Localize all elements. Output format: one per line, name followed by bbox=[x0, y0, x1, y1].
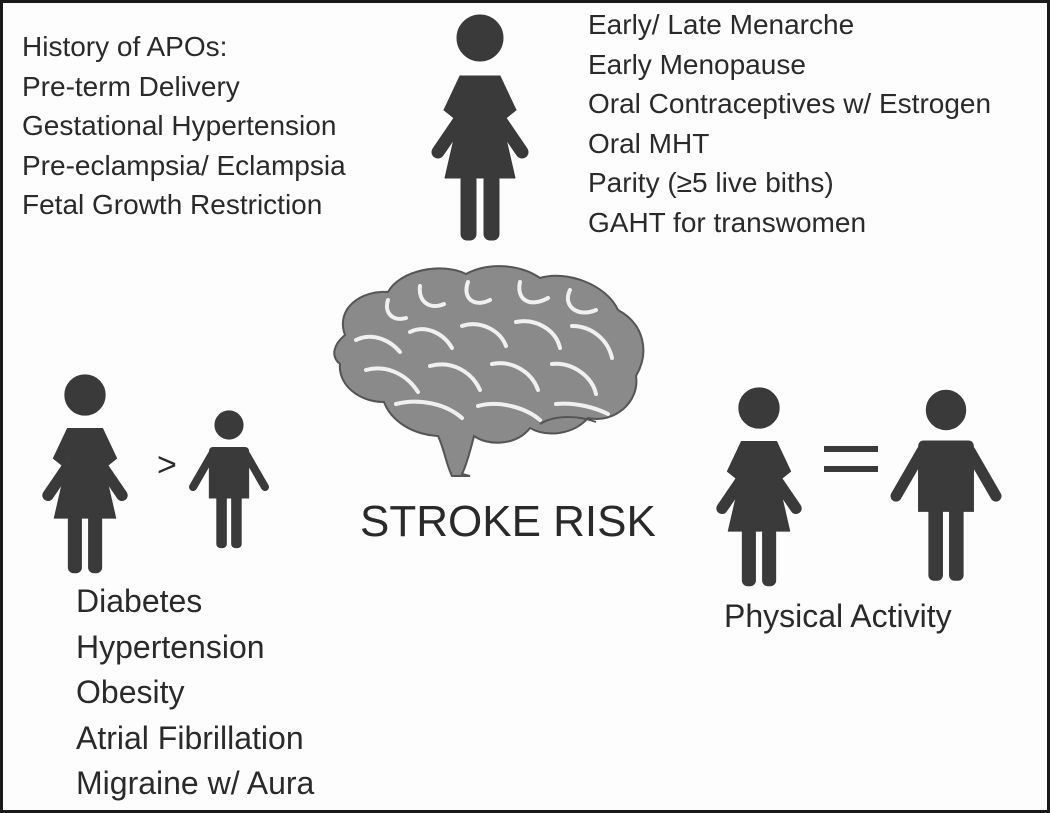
list-item: Diabetes bbox=[76, 583, 203, 619]
apo-history-list: Pre-term Delivery Gestational Hypertensi… bbox=[22, 67, 346, 225]
man-icon bbox=[896, 390, 996, 580]
higher-risk-list: Diabetes Hypertension Obesity Atrial Fib… bbox=[76, 579, 314, 807]
woman-icon bbox=[48, 375, 122, 573]
list-item: Hypertension bbox=[76, 628, 265, 665]
female-factors-list: Early/ Late Menarche Early Menopause Ora… bbox=[588, 5, 991, 243]
list-item: Parity (≥5 live biths) bbox=[588, 167, 834, 199]
equals-sign-bar-top bbox=[824, 446, 878, 452]
list-item: Migraine w/ Aura bbox=[76, 765, 315, 801]
list-item: Pre-eclampsia/ Eclampsia bbox=[22, 149, 346, 181]
list-item: Pre-term Delivery bbox=[22, 70, 240, 102]
woman-icon bbox=[438, 15, 522, 240]
greater-than-symbol: > bbox=[157, 446, 177, 484]
stroke-risk-title: STROKE RISK bbox=[360, 497, 656, 546]
brain-icon bbox=[333, 265, 645, 477]
list-item: Early/ Late Menarche bbox=[588, 9, 855, 40]
list-item: Fetal Growth Restriction bbox=[22, 189, 323, 220]
list-item: Gestational Hypertension bbox=[22, 110, 337, 141]
list-item: GAHT for transwomen bbox=[588, 206, 867, 238]
list-item: Early Menopause bbox=[588, 48, 806, 80]
list-item: Oral Contraceptives w/ Estrogen bbox=[588, 88, 992, 120]
list-item: Obesity bbox=[76, 674, 185, 710]
list-item: Atrial Fibrillation bbox=[76, 719, 304, 756]
apo-history-block: History of APOs: Pre-term Delivery Gesta… bbox=[22, 27, 346, 225]
list-item: Oral MHT bbox=[588, 127, 710, 159]
woman-icon bbox=[722, 388, 796, 586]
apo-history-heading: History of APOs: bbox=[22, 31, 228, 62]
equals-sign-bar-bottom bbox=[824, 466, 878, 472]
physical-activity-label: Physical Activity bbox=[724, 598, 952, 634]
man-icon bbox=[193, 411, 265, 548]
